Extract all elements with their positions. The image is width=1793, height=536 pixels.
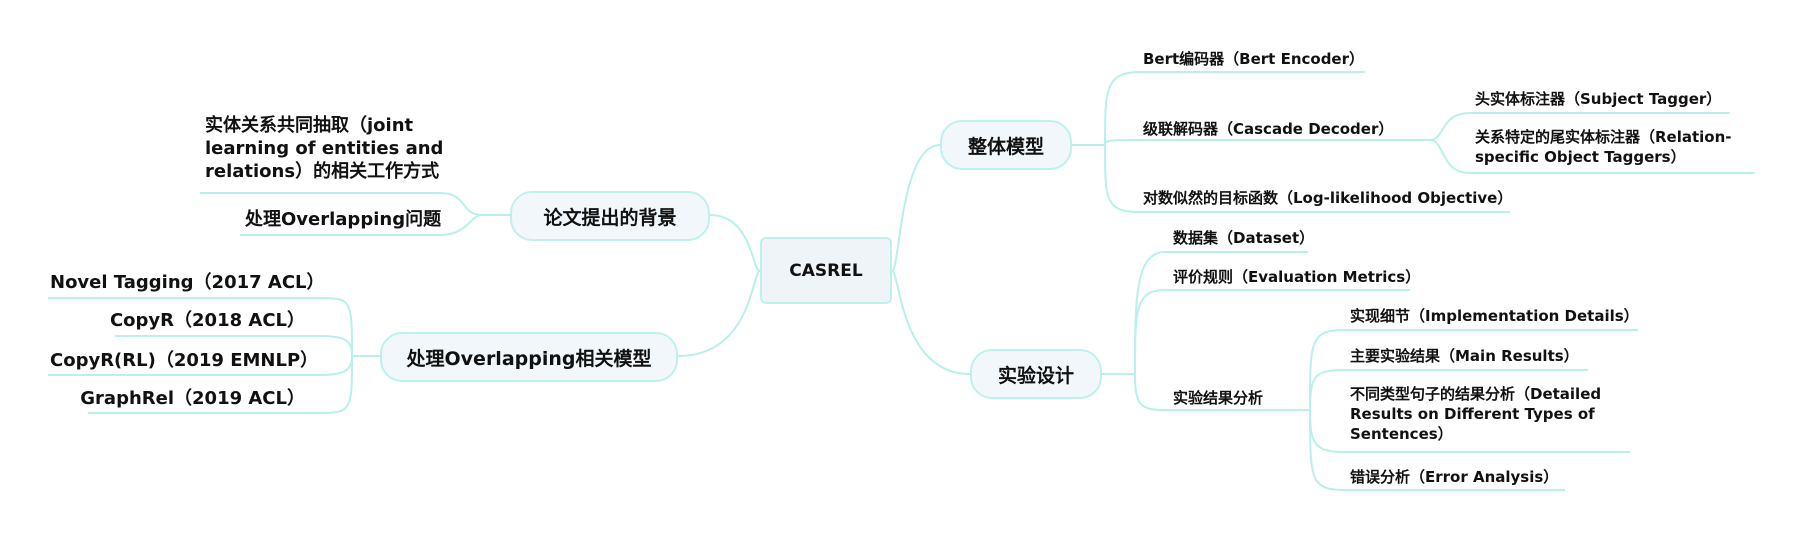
leaf-dataset[interactable]: 数据集（Dataset） xyxy=(1173,229,1315,247)
leaf-copyr-rl[interactable]: CopyR(RL)（2019 EMNLP） xyxy=(50,350,319,371)
edge-exp-metrics xyxy=(1134,289,1410,375)
edge-overall-bert xyxy=(1072,71,1365,146)
leaf-graphrel[interactable]: GraphRel（2019 ACL） xyxy=(80,388,305,409)
root-node[interactable]: CASREL xyxy=(760,237,892,304)
leaf-detailed-results[interactable]: 不同类型句子的结果分析（Detailed Results on Differen… xyxy=(1350,385,1602,443)
root-label: CASREL xyxy=(789,260,863,281)
branch-overlap-models-label: 处理Overlapping相关模型 xyxy=(406,347,652,370)
leaf-result-analysis[interactable]: 实验结果分析 xyxy=(1173,389,1264,407)
leaf-evaluation-metrics[interactable]: 评价规则（Evaluation Metrics） xyxy=(1173,268,1421,286)
leaf-bert-encoder[interactable]: Bert编码器（Bert Encoder） xyxy=(1143,50,1365,68)
edge-root-background xyxy=(709,214,761,272)
edge-om-copyr xyxy=(115,335,353,357)
edge-exp-analysis xyxy=(1134,373,1278,411)
leaf-object-tagger[interactable]: 关系特定的尾实体标注器（Relation-specific Object Tag… xyxy=(1475,128,1732,166)
branch-overall-model[interactable]: 整体模型 xyxy=(940,120,1072,170)
edge-analysis-main xyxy=(1309,369,1588,411)
edge-root-overall xyxy=(891,144,941,272)
leaf-error-analysis[interactable]: 错误分析（Error Analysis） xyxy=(1350,468,1559,486)
branch-overall-model-label: 整体模型 xyxy=(967,135,1044,158)
edge-overall-cascade xyxy=(1104,139,1430,146)
edge-cascade-object xyxy=(1429,139,1755,174)
branch-overlap-models[interactable]: 处理Overlapping相关模型 xyxy=(380,332,678,382)
branch-background-label: 论文提出的背景 xyxy=(543,206,677,229)
leaf-main-results[interactable]: 主要实验结果（Main Results） xyxy=(1350,347,1579,365)
branch-background[interactable]: 论文提出的背景 xyxy=(510,191,710,241)
leaf-novel-tagging[interactable]: Novel Tagging（2017 ACL） xyxy=(50,272,325,293)
leaf-implementation-details[interactable]: 实现细节（Implementation Details） xyxy=(1350,307,1639,325)
leaf-overlapping-problem[interactable]: 处理Overlapping问题 xyxy=(245,209,442,230)
edge-root-overlap-models xyxy=(677,270,761,357)
leaf-subject-tagger[interactable]: 头实体标注器（Subject Tagger） xyxy=(1475,90,1722,108)
leaf-cascade-decoder[interactable]: 级联解码器（Cascade Decoder） xyxy=(1143,120,1394,138)
edge-bg-overlap xyxy=(240,214,483,236)
leaf-objective[interactable]: 对数似然的目标函数（Log-likelihood Objective） xyxy=(1143,189,1513,207)
edge-root-experiment xyxy=(891,270,971,375)
edge-om-graphrel xyxy=(88,355,353,414)
leaf-copyr[interactable]: CopyR（2018 ACL） xyxy=(109,310,305,331)
edge-cascade-subject xyxy=(1429,112,1730,141)
edge-overall-objective xyxy=(1104,144,1510,213)
edge-analysis-error xyxy=(1309,409,1565,491)
branch-experiment-label: 实验设计 xyxy=(997,364,1074,387)
branch-experiment[interactable]: 实验设计 xyxy=(970,349,1102,399)
leaf-joint-learning[interactable]: 实体关系共同抽取（joint learning of entities and … xyxy=(205,115,444,182)
